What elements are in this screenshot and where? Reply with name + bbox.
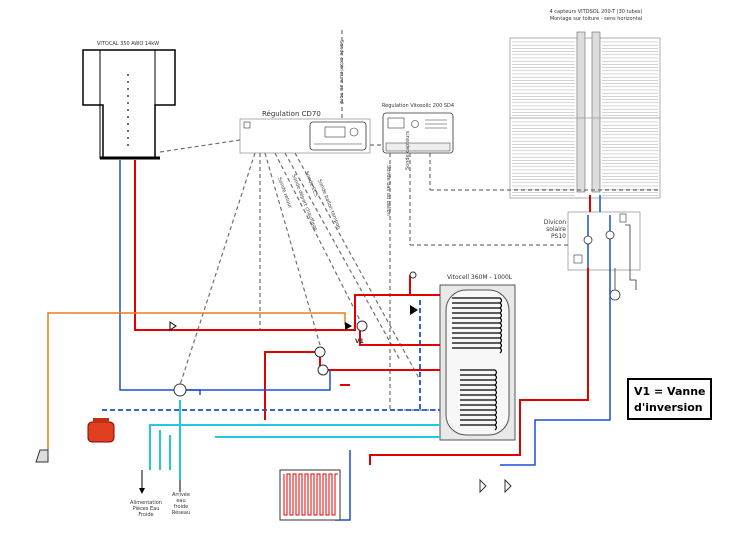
arrivee-line3: froide <box>174 504 188 510</box>
cold-circuit <box>119 160 611 521</box>
tank-label: Vitocell 360M - 1000L <box>447 274 513 281</box>
sensor-collector-label: Sonde capteurs <box>405 131 411 170</box>
alim-line1: Alimentation <box>130 500 162 506</box>
heatpump-label: VITOCAL 350 AWO 14kW <box>97 41 159 47</box>
legend-box: V1 = Vanne d'inversion <box>627 378 712 420</box>
collectors-subtitle: Montage sur toiture - sens horizontal <box>550 16 642 22</box>
sensor-ecs-label: Sonde ECS <box>303 171 319 198</box>
divicon-solar: Divicon solaire PS10 <box>544 211 641 301</box>
regulation-cd70: Régulation CD70 <box>239 110 371 154</box>
divicon-line1: Divicon <box>544 219 566 226</box>
sensor-buffer-label: Sonde ballon tampon <box>316 179 342 231</box>
heat-pump: VITOCAL 350 AWO 14kW <box>82 41 176 160</box>
components <box>35 271 512 521</box>
collectors-title: 4 capteurs VITOSOL 200-T (30 tubes) <box>550 9 643 15</box>
alim-line2: Pièces Eau <box>133 505 160 512</box>
orange-circuit <box>47 312 346 450</box>
vitosolic-label: Régulation Vitosolic 200 SD4 <box>382 102 454 109</box>
arrivee-line2: eau <box>176 498 185 504</box>
storage-tank: Vitocell 360M - 1000L <box>439 274 516 441</box>
sensor-outdoor-label: Sonde extérieure au nord <box>338 40 345 104</box>
legend-line1: V1 = Vanne <box>634 385 706 398</box>
signal-wiring <box>159 30 660 411</box>
arrivee-line4: Réseau <box>172 509 190 516</box>
cd70-label: Régulation CD70 <box>262 110 321 118</box>
sensor-return-label: Sonde retour <box>276 177 293 210</box>
divicon-line2: solaire <box>546 226 566 233</box>
regulation-vitosolic: Régulation Vitosolic 200 SD4 <box>382 102 454 154</box>
valve-label: V1 <box>355 338 364 345</box>
divicon-line3: PS10 <box>551 233 566 240</box>
arrivee-line1: Arrivée <box>172 491 190 498</box>
alim-line3: Froide <box>138 512 153 518</box>
legend-line2: d'inversion <box>634 401 703 414</box>
heating-bypass <box>102 300 440 411</box>
sensor-boiler-label: Sonde bas du ballon <box>385 165 391 216</box>
solar-collectors: 4 capteurs VITOSOL 200-T (30 tubes) Mont… <box>509 9 661 199</box>
sensor-heating-label: Sonde départ chauffage <box>290 173 319 231</box>
domestic-circuit <box>149 400 440 480</box>
